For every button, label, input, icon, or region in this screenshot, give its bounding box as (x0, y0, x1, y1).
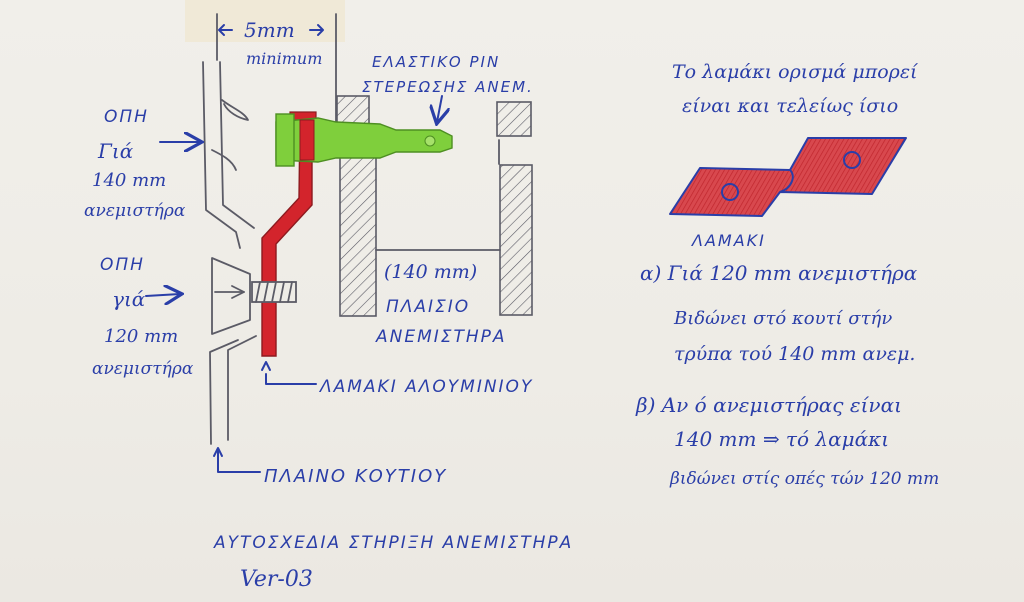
hole140-label-line1: ΟΠΗ (104, 107, 149, 127)
hole120-label-line4: ανεμιστήρα (92, 359, 194, 379)
strip-caption: ΛΑΜΑΚΙ (690, 231, 766, 250)
hole140-label-line3: 140 mm (92, 170, 166, 191)
version-label: Ver-03 (240, 567, 313, 592)
frame-label-line1: ΠΛΑΙΣΙΟ (386, 297, 470, 317)
aluminium-strip-label: ΛΑΜΑΚΙ ΑΛΟΥΜΙΝΙΟΥ (318, 377, 533, 397)
note-a-line3: τρύπα τού 140 mm ανεμ. (674, 343, 915, 365)
hole120-label-line1: ΟΠΗ (100, 255, 145, 275)
screw (251, 281, 297, 303)
hole120-label-line3: 120 mm (104, 326, 178, 347)
frame-size-label: (140 mm) (384, 261, 477, 283)
gap-note-label: minimum (246, 49, 322, 68)
strip-illustration (669, 137, 907, 217)
hole140-label-line2: Γιά (97, 139, 134, 163)
note-a-line1: α) Γιά 120 mm ανεμιστήρα (640, 261, 918, 285)
note-top-line1: Το λαμάκι ορισμά μπορεί (672, 61, 919, 83)
note-b-line1: β) Αν ό ανεμιστήρας είναι (635, 393, 902, 417)
note-top-line2: είναι και τελείως ίσιο (682, 95, 898, 117)
hole140-label-line4: ανεμιστήρα (84, 201, 186, 221)
hole120-label-line2: γιά (112, 287, 146, 311)
case-side-label: ΠΛΑΙΝΟ ΚΟΥΤΙΟΥ (264, 466, 447, 487)
gap-value-label: 5mm (244, 18, 295, 42)
fan-frame (336, 95, 533, 317)
case-side-wall (202, 61, 257, 445)
elastic-pin (275, 113, 453, 167)
note-a-line2: Βιδώνει στό κουτί στήν (673, 308, 892, 329)
elastic-pin-label-line2: ΣΤΕΡΕΩΣΗΣ ΑΝΕΜ. (362, 78, 534, 96)
frame-label-line2: ΑΝΕΜΙΣΤΗΡΑ (375, 327, 507, 347)
elastic-pin-label-line1: ΕΛΑΣΤΙΚΟ PIN (372, 53, 500, 71)
note-b-line2: 140 mm ⇒ τό λαμάκι (674, 427, 889, 451)
note-b-line3: βιδώνει στίς οπές τών 120 mm (669, 469, 939, 489)
sketch-title: ΑΥΤΟΣΧΕΔΙΑ ΣΤΗΡΙΞΗ ΑΝΕΜΙΣΤΗΡΑ (213, 533, 573, 553)
